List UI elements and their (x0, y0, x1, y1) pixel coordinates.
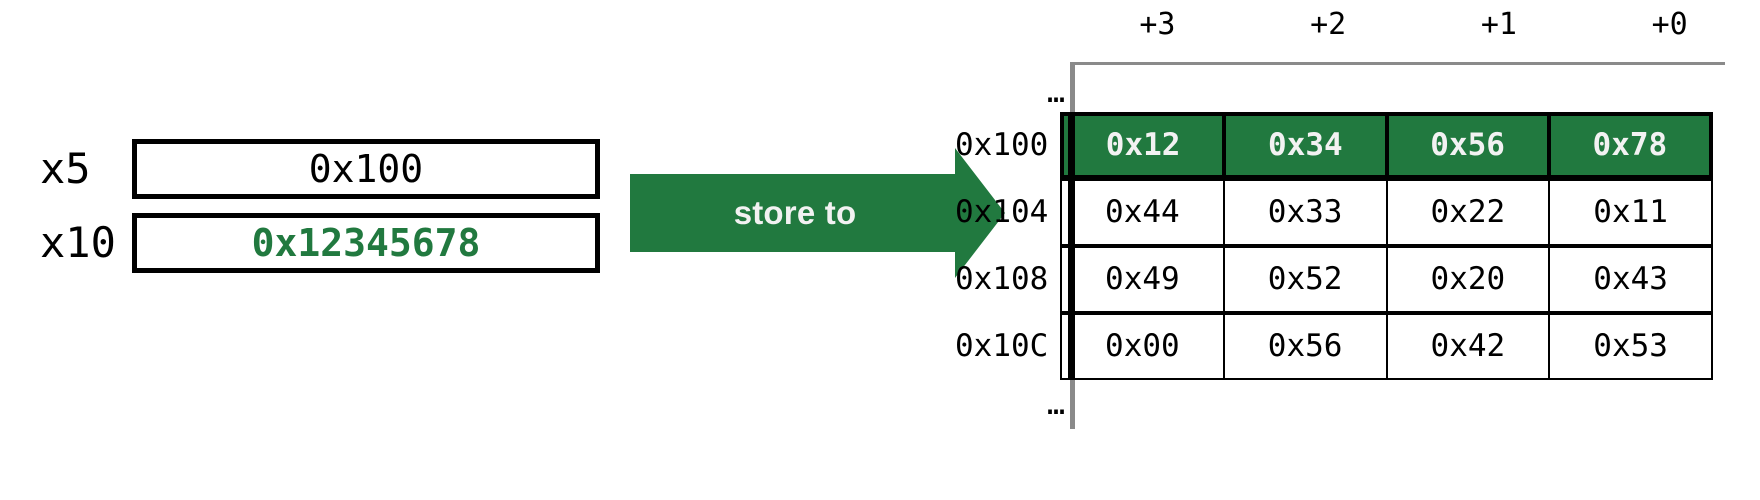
memory-cell: 0x22 (1385, 179, 1551, 246)
memory-top-rule (1072, 62, 1725, 65)
memory-ellipsis-bottom: … (1046, 387, 1065, 422)
memory-data-left-border (1068, 112, 1075, 380)
memory-cell: 0x78 (1546, 112, 1713, 179)
memory-cell: 0x33 (1222, 179, 1388, 246)
memory-row-cells: 0x12 0x34 0x56 0x78 (1060, 112, 1713, 179)
memory-row-0x10C: 0x10C 0x00 0x56 0x42 0x53 (955, 313, 1713, 380)
register-row-x5: x5 0x100 (40, 138, 600, 200)
memory-cell: 0x43 (1548, 246, 1713, 313)
memory-row-0x100: 0x100 0x12 0x34 0x56 0x78 (955, 112, 1713, 179)
memory-table: +3 +2 +1 +0 … … 0x100 0x12 0x34 0x56 0x7… (955, 0, 1755, 500)
memory-cell: 0x00 (1060, 313, 1225, 380)
store-arrow: store to (630, 148, 1005, 278)
memory-rows: 0x100 0x12 0x34 0x56 0x78 0x104 0x44 0x3… (955, 112, 1713, 380)
memory-cell: 0x52 (1222, 246, 1388, 313)
memory-header-spacer (955, 10, 1072, 54)
memory-column-header-plus3: +3 (1139, 7, 1176, 42)
memory-row-address: 0x100 (955, 127, 1049, 163)
memory-cell: 0x42 (1385, 313, 1551, 380)
register-name-x5: x5 (40, 144, 91, 193)
memory-row-cells: 0x44 0x33 0x22 0x11 (1060, 179, 1713, 246)
register-value-x10: 0x12345678 (251, 221, 481, 265)
memory-cell: 0x56 (1384, 112, 1551, 179)
memory-row-0x104: 0x104 0x44 0x33 0x22 0x11 (955, 179, 1713, 246)
memory-ellipsis-top: … (1046, 75, 1065, 110)
memory-column-header-plus1: +1 (1480, 7, 1517, 42)
memory-cell: 0x49 (1060, 246, 1225, 313)
memory-row-cells: 0x00 0x56 0x42 0x53 (1060, 313, 1713, 380)
store-arrow-shape (630, 148, 1005, 278)
register-box-x5: 0x100 (132, 139, 600, 199)
memory-column-header-plus2: +2 (1310, 7, 1347, 42)
memory-cell: 0x34 (1222, 112, 1389, 179)
memory-column-headers: +3 +2 +1 +0 (955, 10, 1755, 54)
memory-cell: 0x44 (1060, 179, 1225, 246)
register-name-x10: x10 (40, 218, 116, 267)
register-row-x10: x10 0x12345678 (40, 212, 600, 274)
memory-row-0x108: 0x108 0x49 0x52 0x20 0x43 (955, 246, 1713, 313)
memory-cell: 0x11 (1548, 179, 1713, 246)
memory-cell: 0x12 (1060, 112, 1227, 179)
memory-cell: 0x20 (1385, 246, 1551, 313)
register-box-x10: 0x12345678 (132, 213, 600, 273)
memory-row-address: 0x104 (955, 194, 1049, 230)
memory-row-address: 0x108 (955, 261, 1049, 297)
memory-row-address: 0x10C (955, 328, 1049, 364)
memory-cell: 0x53 (1548, 313, 1713, 380)
memory-row-cells: 0x49 0x52 0x20 0x43 (1060, 246, 1713, 313)
register-value-x5: 0x100 (308, 147, 424, 191)
memory-cell: 0x56 (1222, 313, 1388, 380)
memory-column-header-plus0: +0 (1651, 7, 1688, 42)
